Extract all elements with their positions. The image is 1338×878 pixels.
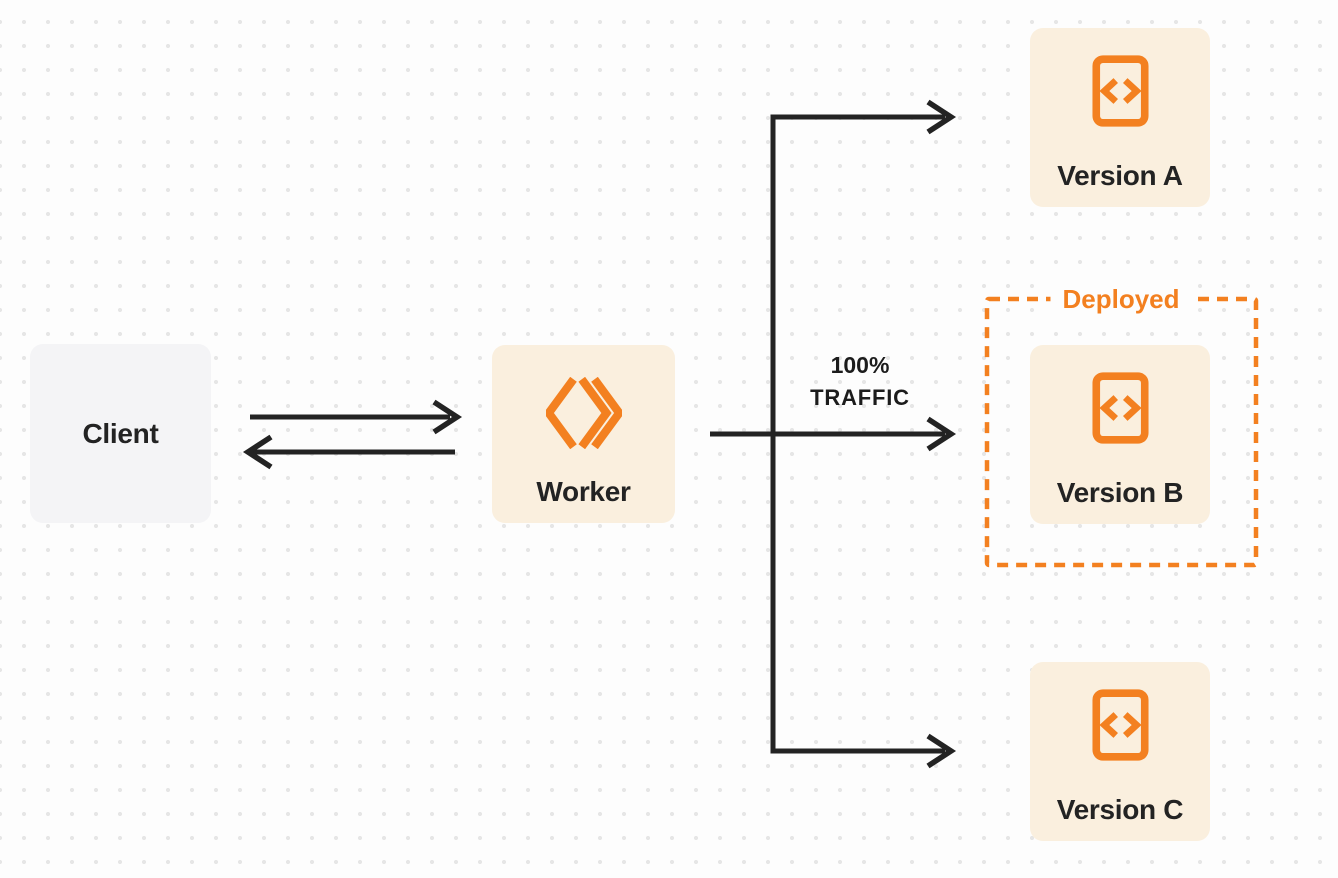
arrow-worker-to-version-b-head: [926, 416, 957, 452]
arrow-worker-to-version-c-head: [926, 733, 957, 769]
version-c-label: Version C: [1056, 794, 1184, 825]
version-b-label: Version B: [1056, 477, 1184, 508]
client-label: Client: [82, 417, 159, 449]
node-worker: Worker: [492, 345, 675, 523]
node-version-c: Version C: [1030, 662, 1210, 841]
worker-label: Worker: [536, 476, 631, 507]
node-client: Client: [30, 344, 211, 523]
code-document-icon: [1091, 54, 1149, 128]
cloudflare-workers-logo-icon: [545, 377, 622, 449]
node-version-b: Version B: [1030, 345, 1210, 524]
arrow-worker-to-version-a-head: [926, 99, 957, 135]
traffic-word-text: TRAFFIC: [810, 385, 910, 410]
version-a-label: Version A: [1057, 160, 1183, 191]
arrow-worker-to-client-head: [242, 434, 273, 470]
arrow-worker-to-version-c-line: [770, 432, 945, 754]
code-document-icon: [1091, 371, 1149, 445]
code-document-icon: [1091, 688, 1149, 762]
traffic-percent-text: 100%: [830, 352, 890, 378]
node-version-a: Version A: [1030, 28, 1210, 207]
traffic-annotation: 100% TRAFFIC: [795, 349, 925, 414]
deployed-status-label: Deployed: [1050, 283, 1192, 315]
arrow-client-to-worker-head: [432, 399, 463, 435]
